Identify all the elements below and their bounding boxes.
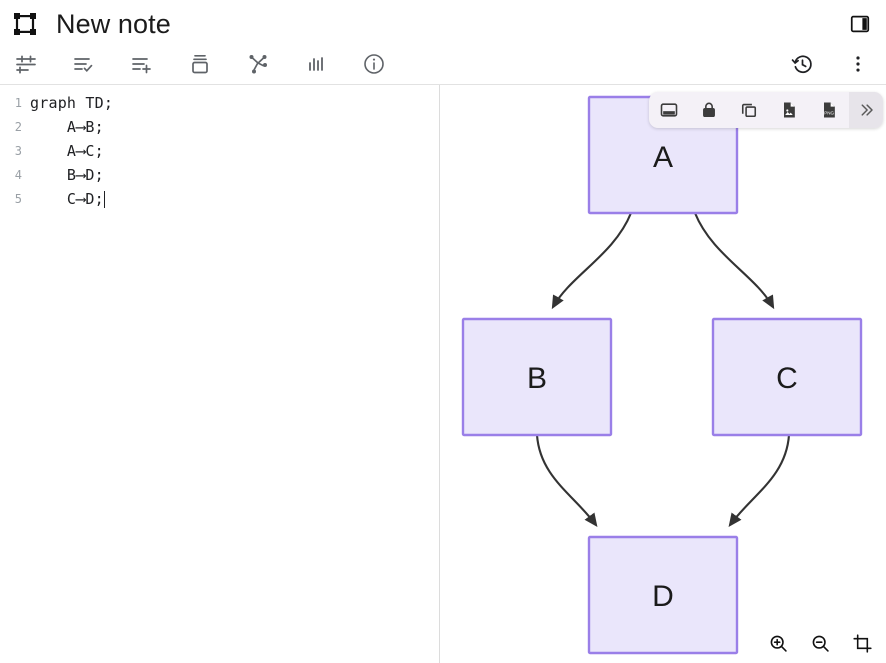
text-cursor: [103, 190, 105, 208]
archive-box-icon[interactable]: [180, 47, 220, 81]
diagram-edges: [535, 212, 791, 527]
node-c-shape[interactable]: [711, 317, 863, 437]
fit-crop-icon[interactable]: [848, 629, 876, 657]
line-number: 4: [14, 168, 22, 182]
lock-icon[interactable]: [689, 92, 729, 128]
edge-a-b: [551, 212, 632, 310]
line-number: 3: [14, 144, 22, 158]
diagram-node-b[interactable]: B: [461, 317, 613, 437]
editor-preview-split: 1 graph TD; 2 A⟶B; 3 A⟶C; 4 B⟶D;: [0, 85, 886, 663]
svg-text:PNG: PNG: [824, 111, 834, 116]
edge-b-d: [535, 434, 598, 527]
settings-sliders-icon[interactable]: [6, 47, 46, 81]
line-text: graph TD;: [30, 94, 114, 112]
page-title[interactable]: New note: [56, 8, 171, 39]
history-clock-icon[interactable]: [782, 47, 822, 81]
diagram-zoom-controls: [764, 629, 876, 657]
node-a-label: A: [653, 141, 673, 174]
diagram-preview-pane[interactable]: PNG: [441, 85, 886, 663]
line-text: A⟶B;: [30, 118, 104, 136]
node-d-label: D: [652, 580, 674, 613]
zoom-out-icon[interactable]: [806, 629, 834, 657]
split-panel-icon[interactable]: [844, 8, 876, 40]
code-line[interactable]: 4 B⟶D;: [0, 163, 439, 187]
node-b-label: B: [527, 362, 547, 395]
line-text: B⟶D;: [30, 166, 104, 184]
title-bar: New note: [0, 0, 886, 48]
more-vertical-icon[interactable]: [838, 47, 878, 81]
info-circle-icon[interactable]: [354, 47, 394, 81]
edge-a-c: [694, 212, 775, 310]
copy-icon[interactable]: [729, 92, 769, 128]
mermaid-flowchart[interactable]: A B C D: [441, 85, 886, 663]
node-b-shape[interactable]: [461, 317, 613, 437]
diagram-node-icon: [8, 7, 42, 41]
line-number: 5: [14, 192, 22, 206]
code-line[interactable]: 5 C⟶D;: [0, 187, 439, 211]
export-image-icon[interactable]: [769, 92, 809, 128]
diagram-node-d[interactable]: D: [587, 535, 739, 655]
chevron-double-right-icon[interactable]: [849, 92, 883, 128]
line-number: 2: [14, 120, 22, 134]
fit-window-icon[interactable]: [649, 92, 689, 128]
code-editor-pane[interactable]: 1 graph TD; 2 A⟶B; 3 A⟶C; 4 B⟶D;: [0, 85, 440, 663]
export-png-icon[interactable]: PNG: [809, 92, 849, 128]
code-editor[interactable]: 1 graph TD; 2 A⟶B; 3 A⟶C; 4 B⟶D;: [0, 85, 439, 211]
branch-graph-icon[interactable]: [238, 47, 278, 81]
line-number: 1: [14, 96, 22, 110]
bar-chart-icon[interactable]: [296, 47, 336, 81]
edge-c-d: [728, 434, 791, 527]
editor-toolbar: [0, 44, 886, 85]
line-text: A⟶C;: [30, 142, 104, 160]
code-line[interactable]: 1 graph TD;: [0, 91, 439, 115]
code-line[interactable]: 2 A⟶B;: [0, 115, 439, 139]
checklist-icon[interactable]: [64, 47, 104, 81]
diagram-float-toolbar: PNG: [649, 92, 883, 128]
node-d-shape[interactable]: [587, 535, 739, 655]
zoom-in-icon[interactable]: [764, 629, 792, 657]
diagram-node-c[interactable]: C: [711, 317, 863, 437]
node-c-label: C: [776, 362, 798, 395]
code-line[interactable]: 3 A⟶C;: [0, 139, 439, 163]
add-list-icon[interactable]: [122, 47, 162, 81]
line-text: C⟶D;: [30, 190, 104, 208]
